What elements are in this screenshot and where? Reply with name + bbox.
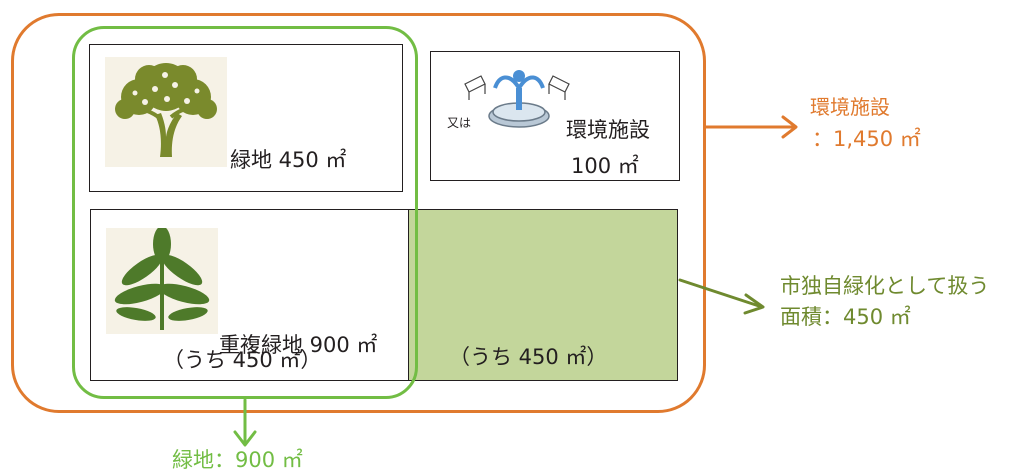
overlap-greenery-box: 重複緑地 900 ㎡ （うち 450 ㎡）: [90, 209, 409, 381]
greenery-total-outline: [72, 26, 418, 399]
environmental-facilities-area: [11, 13, 706, 413]
total-annotation-line2: ：1,450 ㎡: [812, 127, 921, 151]
greenery-label: 緑地 450 ㎡: [230, 148, 347, 172]
facility-area: 100 ㎡: [571, 154, 639, 178]
city-sub-label: （うち 450 ㎡）: [449, 345, 608, 369]
city-annotation-line1: 市独自緑化として扱う: [780, 274, 990, 298]
orange-arrow: [704, 115, 798, 139]
total-annotation-line1: 環境施設: [810, 95, 890, 119]
fountain-with-benches-icon: [461, 62, 571, 132]
facility-box: 又は 環境施設 100 ㎡: [430, 51, 680, 181]
tree-icon: [105, 57, 227, 167]
olive-arrow: [678, 278, 765, 315]
overlap-label: 重複緑地 900 ㎡: [219, 333, 378, 357]
overlap-sub-label: （うち 450 ㎡）: [163, 348, 322, 372]
green-total-annotation: 緑地：900 ㎡: [172, 448, 303, 472]
leaf-icon: [106, 226, 218, 334]
green-arrow: [233, 398, 257, 447]
or-note: 又は: [447, 116, 472, 130]
facility-label: 環境施設: [566, 118, 650, 142]
city-annotation-line2: 面積：450 ㎡: [780, 305, 911, 329]
city-greening-box: （うち 450 ㎡）: [408, 209, 678, 381]
greenery-box: 緑地 450 ㎡: [89, 44, 403, 192]
